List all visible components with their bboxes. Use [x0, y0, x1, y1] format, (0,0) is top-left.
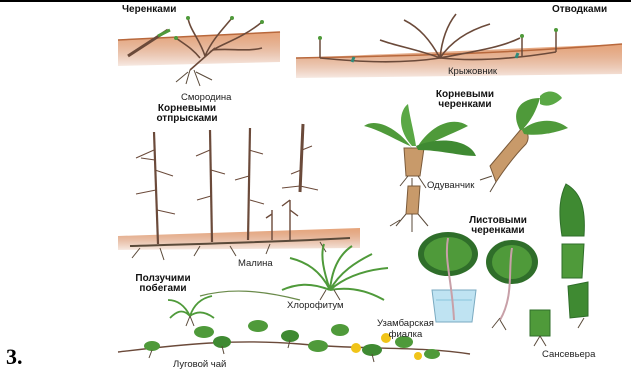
label-violet-line2: фиалка: [377, 329, 434, 340]
header-runners-line2: побегами: [128, 284, 198, 294]
raspberry-root-suckers-illustration: [118, 124, 360, 260]
label-dandelion: Одуванчик: [427, 180, 474, 191]
header-runners: Ползучими побегами: [128, 274, 198, 294]
sansevieria-illustration: [530, 184, 588, 346]
label-chlorophytum: Хлорофитум: [287, 300, 344, 311]
label-sansevieria: Сансевьера: [542, 349, 595, 360]
header-leaf-cuttings: Листовыми черенками: [466, 216, 530, 236]
header-root-suckers-line2: отпрысками: [152, 114, 222, 124]
header-root-cuttings: Корневыми черенками: [430, 90, 500, 110]
dandelion-root-cuttings-illustration: [364, 92, 568, 232]
header-root-suckers: Корневыми отпрысками: [152, 104, 222, 124]
header-leaf-cuttings-line2: черенками: [466, 226, 530, 236]
label-violet-line1: Узамбарская: [377, 318, 434, 329]
header-layering: Отводками: [552, 5, 607, 15]
chlorophytum-illustration: [168, 244, 388, 326]
currant-cuttings-illustration: [118, 16, 280, 86]
item-number: 3.: [6, 344, 23, 370]
label-violet: Узамбарская фиалка: [377, 318, 434, 340]
header-cuttings: Черенками: [122, 5, 176, 15]
label-currant: Смородина: [181, 92, 231, 103]
label-gooseberry: Крыжовник: [448, 66, 497, 77]
label-meadow-tea: Луговой чай: [173, 359, 226, 370]
header-root-cuttings-line2: черенками: [430, 100, 500, 110]
label-raspberry: Малина: [238, 258, 273, 269]
violet-leaf-cuttings-illustration: [418, 232, 538, 330]
